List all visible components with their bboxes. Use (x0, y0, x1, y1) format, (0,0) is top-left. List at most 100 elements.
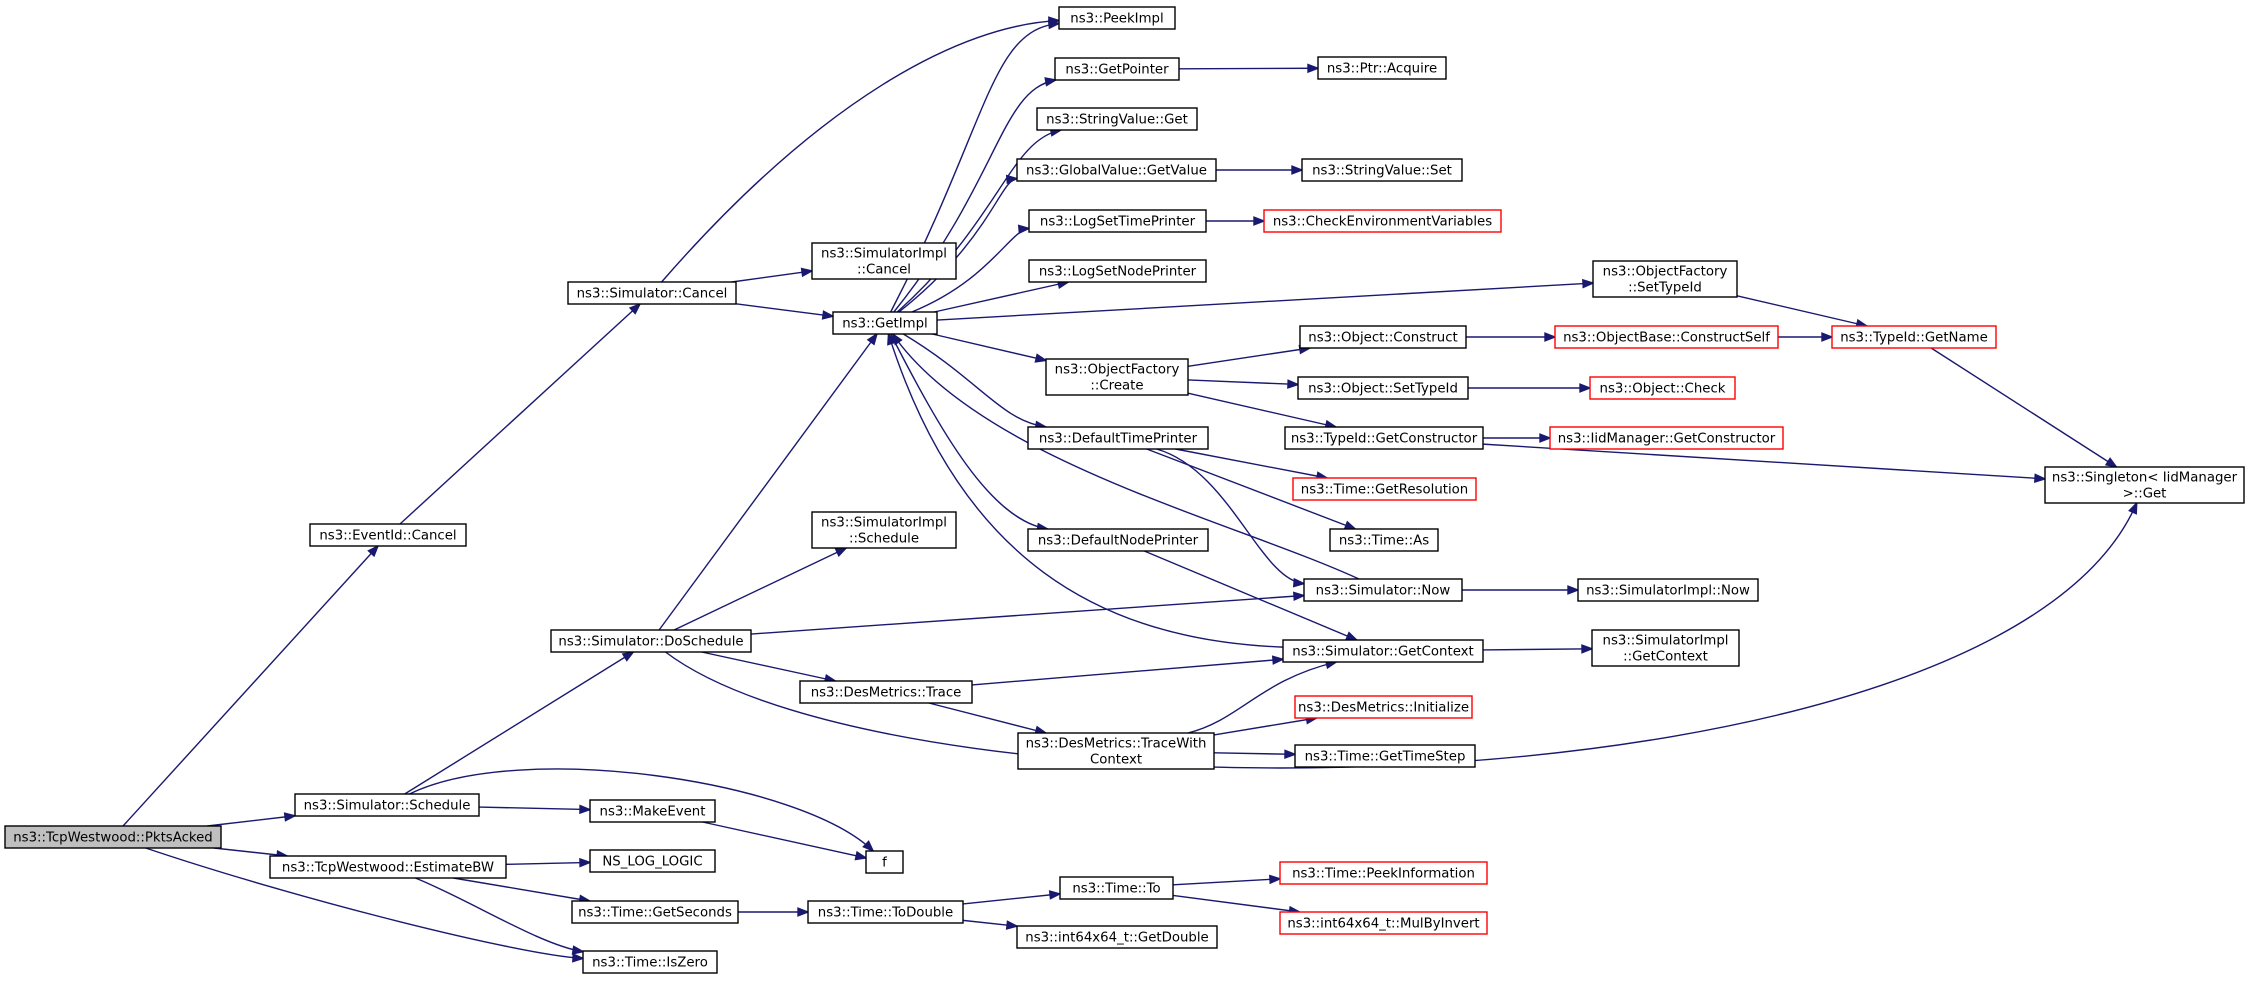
node-box[interactable] (1591, 629, 1740, 667)
node-box[interactable] (1592, 260, 1738, 298)
node-box[interactable] (1027, 528, 1209, 552)
node-box[interactable] (1329, 528, 1439, 552)
node-defaultnodeprinter[interactable]: ns3::DefaultNodePrinter (1027, 528, 1209, 552)
node-makeevent[interactable]: ns3::MakeEvent (589, 799, 716, 823)
node-logsetnodeprinter[interactable]: ns3::LogSetNodePrinter (1028, 259, 1207, 283)
node-ns_log_logic[interactable]: NS_LOG_LOGIC (589, 849, 716, 873)
node-box[interactable] (1577, 578, 1759, 602)
node-box[interactable] (832, 311, 938, 335)
node-time_todouble[interactable]: ns3::Time::ToDouble (807, 900, 964, 924)
node-int64_mulbyinvert[interactable]: ns3::int64x64_t::MulByInvert (1279, 911, 1488, 935)
node-box[interactable] (1284, 426, 1484, 450)
node-globalvalue_getvalue[interactable]: ns3::GlobalValue::GetValue (1016, 158, 1217, 182)
node-getpointer[interactable]: ns3::GetPointer (1054, 57, 1180, 81)
node-objfactory_create[interactable]: ns3::ObjectFactory::Create (1045, 358, 1189, 396)
node-peekimpl[interactable]: ns3::PeekImpl (1058, 6, 1176, 30)
node-object_construct[interactable]: ns3::Object::Construct (1299, 325, 1467, 349)
node-box[interactable] (1282, 639, 1484, 663)
node-box[interactable] (4, 825, 222, 849)
node-simimpl_cancel[interactable]: ns3::SimulatorImpl::Cancel (811, 242, 957, 280)
node-box[interactable] (799, 680, 973, 704)
node-box[interactable] (2044, 466, 2245, 504)
node-box[interactable] (1263, 209, 1502, 233)
node-simulator_doschedule[interactable]: ns3::Simulator::DoSchedule (550, 629, 752, 653)
node-box[interactable] (1058, 6, 1176, 30)
node-box[interactable] (1831, 325, 1997, 349)
node-getimpl[interactable]: ns3::GetImpl (832, 311, 938, 335)
node-box[interactable] (1303, 578, 1463, 602)
node-time_peekinformation[interactable]: ns3::Time::PeekInformation (1279, 861, 1488, 885)
node-time_getresolution[interactable]: ns3::Time::GetResolution (1292, 477, 1477, 501)
node-box[interactable] (1045, 358, 1189, 396)
node-desmetrics_initialize[interactable]: ns3::DesMetrics::Initialize (1294, 695, 1473, 719)
node-box[interactable] (1297, 376, 1469, 400)
node-box[interactable] (1016, 925, 1218, 949)
node-time_getseconds[interactable]: ns3::Time::GetSeconds (571, 900, 739, 924)
node-box[interactable] (811, 242, 957, 280)
node-box[interactable] (1028, 259, 1207, 283)
node-objfactory_settypeid[interactable]: ns3::ObjectFactory::SetTypeId (1592, 260, 1738, 298)
node-box[interactable] (1054, 57, 1180, 81)
node-object_settypeid[interactable]: ns3::Object::SetTypeId (1297, 376, 1469, 400)
node-box[interactable] (807, 900, 964, 924)
node-objectbase_constructself[interactable]: ns3::ObjectBase::ConstructSelf (1554, 325, 1779, 349)
node-box[interactable] (589, 849, 716, 873)
node-time_to[interactable]: ns3::Time::To (1059, 876, 1174, 900)
node-box[interactable] (589, 799, 716, 823)
node-box[interactable] (1292, 477, 1477, 501)
node-box[interactable] (309, 523, 467, 547)
node-box[interactable] (1549, 426, 1784, 450)
node-stringvalue_get[interactable]: ns3::StringValue::Get (1036, 107, 1198, 131)
node-box[interactable] (865, 850, 904, 874)
node-box[interactable] (1016, 158, 1217, 182)
node-box[interactable] (1589, 376, 1736, 400)
node-simulator_now[interactable]: ns3::Simulator::Now (1303, 578, 1463, 602)
node-stringvalue_set[interactable]: ns3::StringValue::Set (1301, 158, 1463, 182)
node-simulator_schedule[interactable]: ns3::Simulator::Schedule (294, 793, 480, 817)
node-box[interactable] (269, 855, 507, 879)
node-eventid_cancel[interactable]: ns3::EventId::Cancel (309, 523, 467, 547)
node-int64_getdouble[interactable]: ns3::int64x64_t::GetDouble (1016, 925, 1218, 949)
node-object_check[interactable]: ns3::Object::Check (1589, 376, 1736, 400)
node-pktsacked[interactable]: ns3::TcpWestwood::PktsAcked (4, 825, 222, 849)
node-box[interactable] (567, 281, 737, 305)
node-time_iszero[interactable]: ns3::Time::IsZero (582, 950, 718, 974)
node-simimpl_schedule[interactable]: ns3::SimulatorImpl::Schedule (811, 511, 957, 549)
node-simulator_getcontext[interactable]: ns3::Simulator::GetContext (1282, 639, 1484, 663)
node-singleton_get[interactable]: ns3::Singleton< IidManager >::Get (2044, 466, 2245, 504)
node-box[interactable] (1279, 861, 1488, 885)
node-box[interactable] (1036, 107, 1198, 131)
node-box[interactable] (1301, 158, 1463, 182)
node-desmetrics_trace[interactable]: ns3::DesMetrics::Trace (799, 680, 973, 704)
node-time_as[interactable]: ns3::Time::As (1329, 528, 1439, 552)
node-simimpl_getcontext[interactable]: ns3::SimulatorImpl::GetContext (1591, 629, 1740, 667)
node-box[interactable] (1279, 911, 1488, 935)
node-simimpl_now[interactable]: ns3::SimulatorImpl::Now (1577, 578, 1759, 602)
node-typeid_getname[interactable]: ns3::TypeId::GetName (1831, 325, 1997, 349)
node-simulator_cancel[interactable]: ns3::Simulator::Cancel (567, 281, 737, 305)
node-ptr_acquire[interactable]: ns3::Ptr::Acquire (1317, 56, 1447, 80)
node-time_gettimestep[interactable]: ns3::Time::GetTimeStep (1294, 744, 1476, 768)
node-box[interactable] (571, 900, 739, 924)
node-box[interactable] (1317, 56, 1447, 80)
node-box[interactable] (1554, 325, 1779, 349)
node-iidmanager_getconstructor[interactable]: ns3::IidManager::GetConstructor (1549, 426, 1784, 450)
node-box[interactable] (1059, 876, 1174, 900)
node-box[interactable] (294, 793, 480, 817)
node-box[interactable] (1294, 744, 1476, 768)
node-box[interactable] (1028, 209, 1207, 233)
node-box[interactable] (1294, 695, 1473, 719)
node-defaulttimeprinter[interactable]: ns3::DefaultTimePrinter (1027, 426, 1209, 450)
node-box[interactable] (582, 950, 718, 974)
node-checkenv[interactable]: ns3::CheckEnvironmentVariables (1263, 209, 1502, 233)
node-estimatebw[interactable]: ns3::TcpWestwood::EstimateBW (269, 855, 507, 879)
node-box[interactable] (550, 629, 752, 653)
node-box[interactable] (1017, 732, 1215, 770)
node-typeid_getconstructor[interactable]: ns3::TypeId::GetConstructor (1284, 426, 1484, 450)
node-box[interactable] (1299, 325, 1467, 349)
node-box[interactable] (1027, 426, 1209, 450)
node-logsettimeprinter[interactable]: ns3::LogSetTimePrinter (1028, 209, 1207, 233)
node-f[interactable]: f (865, 850, 904, 874)
node-box[interactable] (811, 511, 957, 549)
